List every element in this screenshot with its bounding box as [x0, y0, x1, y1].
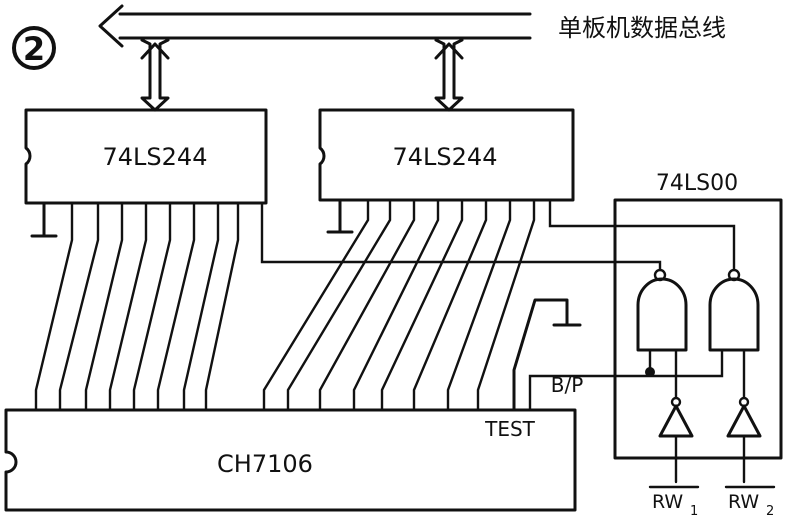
- enable-wire-left: [260, 201, 667, 282]
- ground-symbol-test: [512, 298, 582, 412]
- test-pin-label: TEST: [484, 417, 536, 441]
- figure-number: 2: [23, 30, 45, 68]
- bus-label: 单板机数据总线: [558, 14, 726, 42]
- svg-text:RW: RW: [728, 491, 759, 513]
- bp-wire: [528, 348, 724, 412]
- rw1-input-label: RW 1: [648, 485, 700, 519]
- nand-gate-1: [636, 277, 688, 352]
- junction-dot: [645, 367, 655, 377]
- nand-gate-chip: [613, 198, 783, 460]
- left-bus-wires: [34, 201, 240, 412]
- buffer-left-label: 74LS244: [103, 143, 208, 171]
- nand-gate-2: [708, 277, 760, 352]
- inverter-2: [726, 348, 762, 484]
- svg-text:2: 2: [766, 504, 774, 519]
- right-bus-wires: [262, 198, 536, 412]
- bus-arrow-right: [434, 38, 464, 112]
- buffer-chip-right: [318, 108, 575, 202]
- data-bus: [98, 4, 532, 48]
- adc-chip: [4, 408, 577, 512]
- ground-symbol-right: [326, 198, 354, 234]
- nand-gate-label: 74LS00: [656, 171, 738, 196]
- buffer-right-label: 74LS244: [393, 143, 498, 171]
- svg-text:RW: RW: [652, 491, 683, 513]
- figure-number-badge: 2: [12, 26, 56, 70]
- rw2-input-label: RW 2: [724, 485, 776, 519]
- inverter-1: [658, 348, 694, 484]
- adc-label: CH7106: [217, 450, 313, 478]
- ground-symbol-left: [30, 201, 58, 238]
- svg-text:1: 1: [690, 504, 698, 519]
- enable-wire-right: [548, 198, 741, 282]
- bus-arrow-left: [140, 38, 170, 112]
